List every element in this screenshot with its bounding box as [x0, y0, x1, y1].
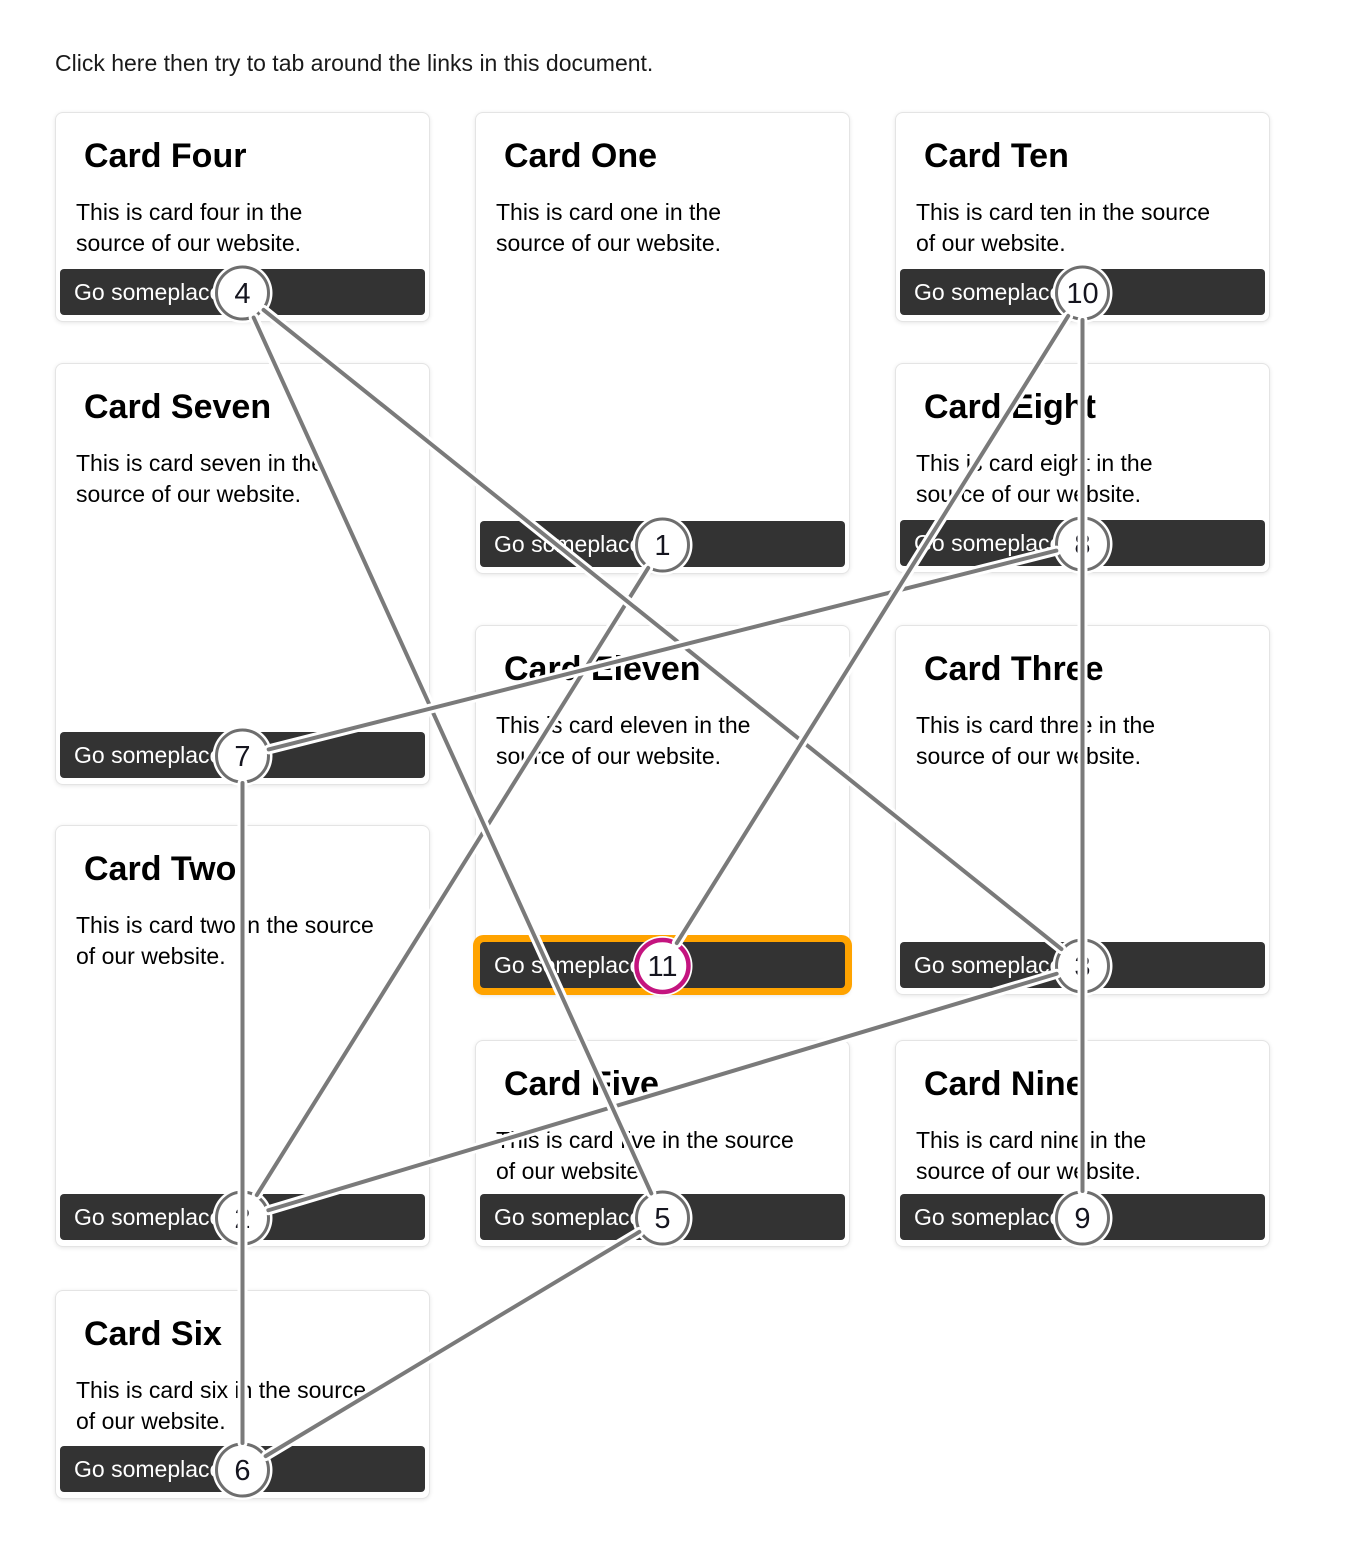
go-someplace-link[interactable]: Go someplace: [900, 269, 1265, 315]
card-title: Card One: [504, 137, 658, 175]
card-title: Card Eleven: [504, 650, 701, 688]
go-someplace-link[interactable]: Go someplace: [480, 521, 845, 567]
intro-text: Click here then try to tab around the li…: [55, 50, 654, 76]
go-someplace-link[interactable]: Go someplace: [60, 732, 425, 778]
card-body-text: This is card ten in the source of our we…: [916, 199, 1211, 256]
go-someplace-link[interactable]: Go someplace: [900, 520, 1265, 566]
card-body-text: This is card three in the source of our …: [916, 712, 1156, 769]
card-body-text: This is card six in the source of our we…: [76, 1377, 367, 1434]
card-title: Card Four: [84, 137, 247, 175]
card-body-text: This is card eight in the source of our …: [916, 450, 1153, 507]
go-someplace-link[interactable]: Go someplace: [900, 1194, 1265, 1240]
card-body-text: This is card one in the source of our we…: [496, 199, 722, 256]
go-someplace-link[interactable]: Go someplace: [900, 942, 1265, 988]
card-title: Card Seven: [84, 388, 272, 426]
card-title: Card Eight: [924, 388, 1096, 426]
card-body-text: This is card eleven in the source of our…: [496, 712, 751, 769]
go-someplace-link[interactable]: Go someplace: [480, 1194, 845, 1240]
card-title: Card Two: [84, 850, 237, 888]
card-body-text: This is card five in the source of our w…: [496, 1127, 794, 1184]
go-someplace-link[interactable]: Go someplace: [60, 1194, 425, 1240]
go-someplace-link[interactable]: Go someplace: [60, 269, 425, 315]
card-title: Card Nine: [924, 1065, 1085, 1103]
card-title: Card Ten: [924, 137, 1069, 175]
card-title: Card Five: [504, 1065, 659, 1103]
go-someplace-link[interactable]: Go someplace: [480, 942, 845, 988]
card-body-text: This is card four in the source of our w…: [76, 199, 303, 256]
card-title: Card Three: [924, 650, 1104, 688]
card-body-text: This is card nine in the source of our w…: [916, 1127, 1147, 1184]
card-body-text: This is card seven in the source of our …: [76, 450, 325, 507]
go-someplace-link[interactable]: Go someplace: [60, 1446, 425, 1492]
card-title: Card Six: [84, 1315, 222, 1353]
card-body-text: This is card two in the source of our we…: [76, 912, 374, 969]
